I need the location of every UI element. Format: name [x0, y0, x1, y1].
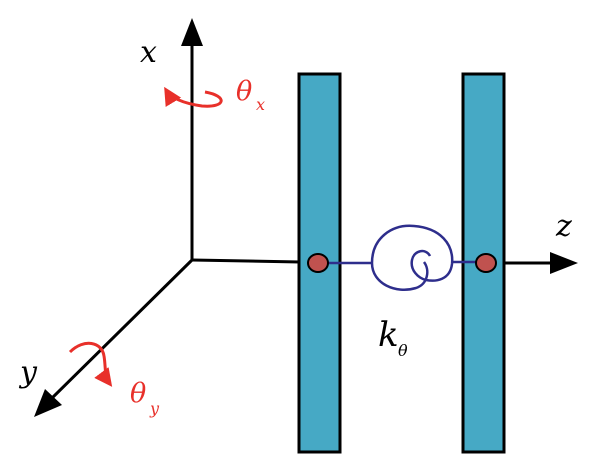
theta-x-symbol: θ — [236, 76, 252, 107]
z-axis-label: z — [555, 209, 572, 244]
z-axis-arrowhead — [550, 252, 578, 274]
x-axis-label: x — [140, 35, 157, 70]
spring-k-symbol: k — [378, 315, 399, 355]
y-axis-arrowhead — [34, 389, 62, 417]
torsional-spring-icon — [318, 224, 486, 291]
theta-x-subscript: x — [256, 95, 265, 114]
theta-y-label: θ y — [130, 378, 160, 418]
x-axis-arrowhead — [181, 18, 203, 46]
y-axis-label: y — [18, 355, 38, 390]
left-joint — [307, 253, 329, 273]
theta-x-label: θ x — [236, 76, 265, 114]
theta-y-symbol: θ — [130, 378, 146, 409]
spring-k-subscript: θ — [398, 341, 408, 360]
theta-y-rotation-arrow-icon — [68, 341, 113, 387]
z-axis-line-segment-1 — [191, 258, 301, 264]
theta-x-rotation-arrow-icon — [164, 86, 223, 108]
theta-y-subscript: y — [149, 399, 160, 418]
right-joint — [475, 253, 497, 273]
spring-stiffness-label: k θ — [378, 315, 408, 360]
y-axis-line — [46, 258, 194, 404]
